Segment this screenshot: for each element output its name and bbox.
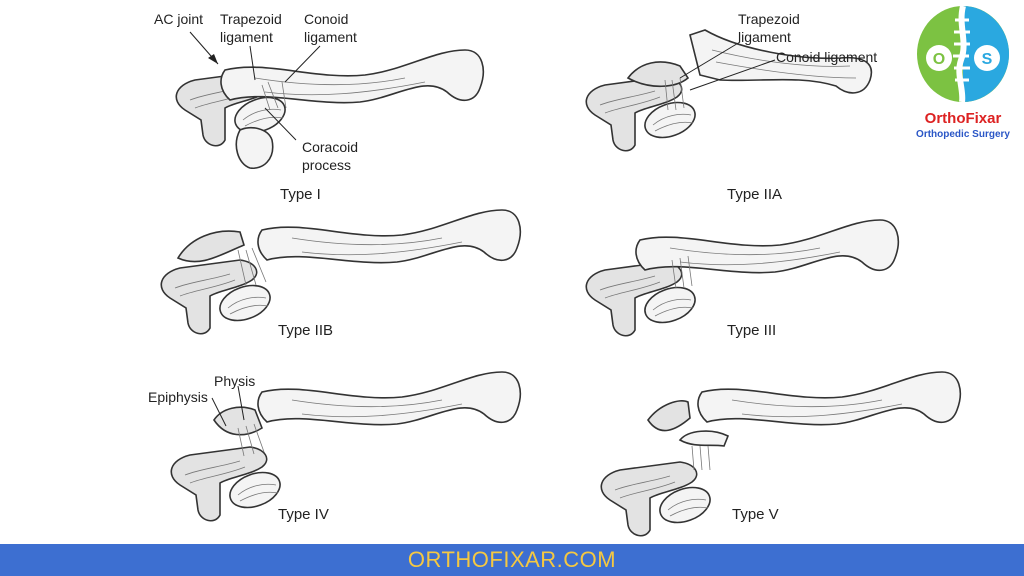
type-4-leaders xyxy=(211,385,245,427)
type-2b-illustration xyxy=(160,209,522,335)
logo-letter-s: S xyxy=(982,51,993,68)
type-2b-caption: Type IIB xyxy=(278,322,333,339)
type-1-caption: Type I xyxy=(280,186,321,203)
type-3-caption: Type III xyxy=(727,322,776,339)
footer-website-link[interactable]: ORTHOFIXAR.COM xyxy=(407,547,617,572)
trapezoid-label-line1: Trapezoid xyxy=(220,11,282,27)
type-3-illustration xyxy=(585,219,900,337)
type-2a-leaders xyxy=(679,41,776,91)
type-2a-illustration xyxy=(585,29,873,152)
coracoid-label-line1: Coracoid xyxy=(302,139,358,155)
type-2a-caption: Type IIA xyxy=(727,186,782,203)
type-4-caption: Type IV xyxy=(278,506,329,523)
ac-joint-label: AC joint xyxy=(154,11,203,27)
logo-emblem-icon: O S xyxy=(917,5,1009,103)
type-4-illustration xyxy=(170,371,522,522)
conoid-label-line2: ligament xyxy=(304,29,357,45)
type-1-illustration xyxy=(175,49,485,169)
iia-trapezoid-label-line1: Trapezoid xyxy=(738,11,800,27)
iia-trapezoid-label-line2: ligament xyxy=(738,29,791,45)
footer-bar: ORTHOFIXAR.COM xyxy=(0,544,1024,576)
logo-subtitle: Orthopedic Surgery xyxy=(916,129,1010,140)
classification-diagram: AC joint Trapezoid ligament Conoid ligam… xyxy=(148,11,962,537)
logo-letter-o: O xyxy=(933,51,945,68)
epiphysis-label: Epiphysis xyxy=(148,389,208,405)
conoid-label-line1: Conoid xyxy=(304,11,348,27)
physis-label: Physis xyxy=(214,373,255,389)
trapezoid-label-line2: ligament xyxy=(220,29,273,45)
iia-conoid-label: Conoid ligament xyxy=(776,49,877,65)
type-5-caption: Type V xyxy=(732,506,779,523)
coracoid-label-line2: process xyxy=(302,157,351,173)
logo-title: OrthoFixar xyxy=(924,110,1002,127)
type-1-leaders xyxy=(189,31,321,141)
orthofixar-logo: O S OrthoFixar Orthopedic Surgery xyxy=(906,2,1020,148)
type-5-illustration xyxy=(600,371,962,537)
